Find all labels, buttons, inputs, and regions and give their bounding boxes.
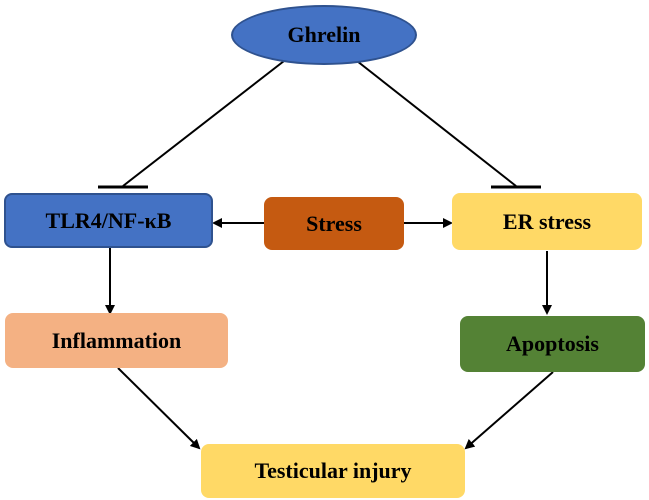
edge-inflammation-to-testicular-injury [117, 367, 201, 450]
apoptosis-node: Apoptosis [460, 316, 645, 372]
er-stress-node: ER stress [452, 193, 642, 250]
inflammation-node: Inflammation [5, 313, 228, 368]
apoptosis-label: Apoptosis [506, 331, 599, 356]
inflammation-label: Inflammation [51, 327, 182, 353]
edge-ghrelin-to-tlr4-inhibition [122, 60, 285, 187]
er-stress-label: ER stress [502, 208, 592, 234]
stress-node: Stress [264, 197, 404, 250]
testicular-injury-node: Testicular injury [201, 444, 465, 498]
tlr4-nf-kb-label: TLR4/NF-κB [45, 207, 172, 233]
edge-ghrelin-to-er-stress-inhibition [356, 60, 517, 187]
stress-label: Stress [306, 210, 362, 236]
testicular-injury-label: Testicular injury [254, 458, 412, 483]
ghrelin-node: Ghrelin [231, 5, 417, 65]
ghrelin-label: Ghrelin [287, 22, 361, 47]
tlr4-nf-kb-node: TLR4/NF-κB [4, 193, 213, 248]
edge-apoptosis-to-testicular-injury [464, 371, 554, 450]
